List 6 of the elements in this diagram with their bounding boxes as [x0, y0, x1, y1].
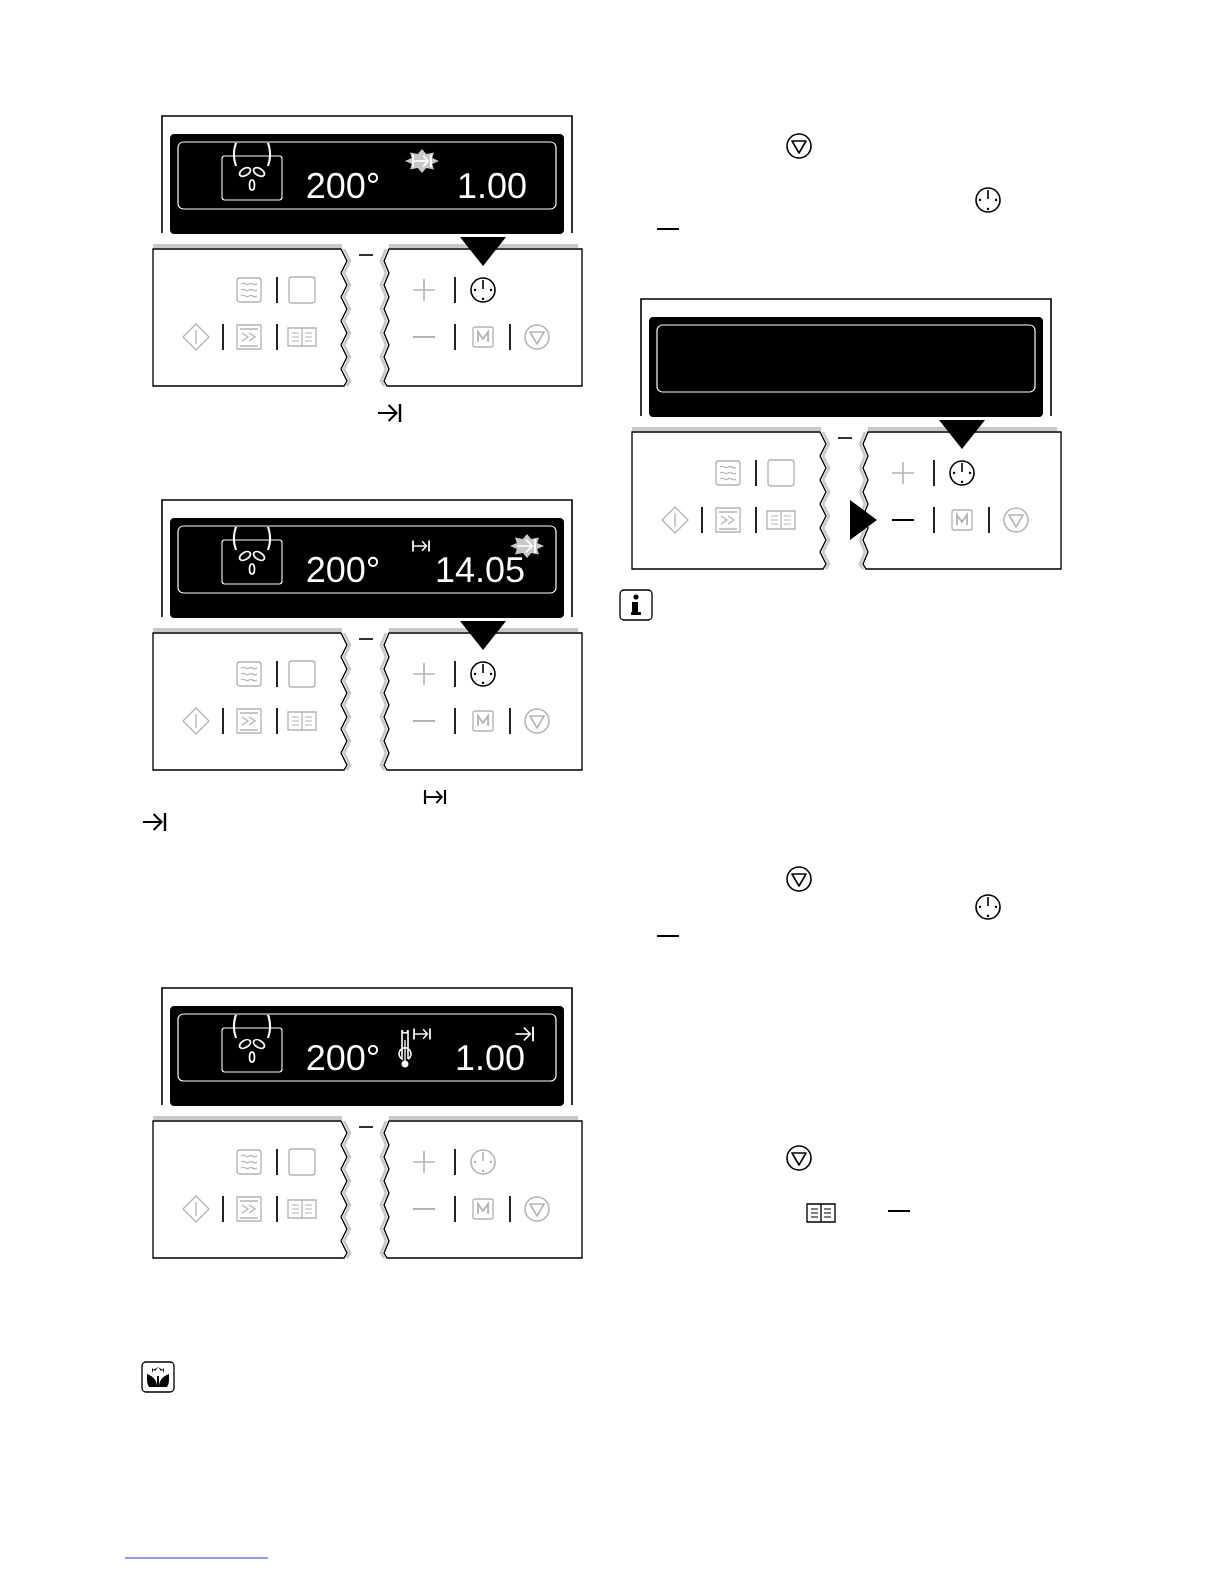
- display-digits: 1.00: [457, 1044, 524, 1071]
- display-digits: 200°: [307, 556, 379, 583]
- display-digits: 1.00: [459, 172, 526, 199]
- display-digits: 200°: [307, 172, 379, 199]
- display-digits: 14.05: [437, 556, 524, 583]
- display-digits: 200°: [307, 1044, 379, 1071]
